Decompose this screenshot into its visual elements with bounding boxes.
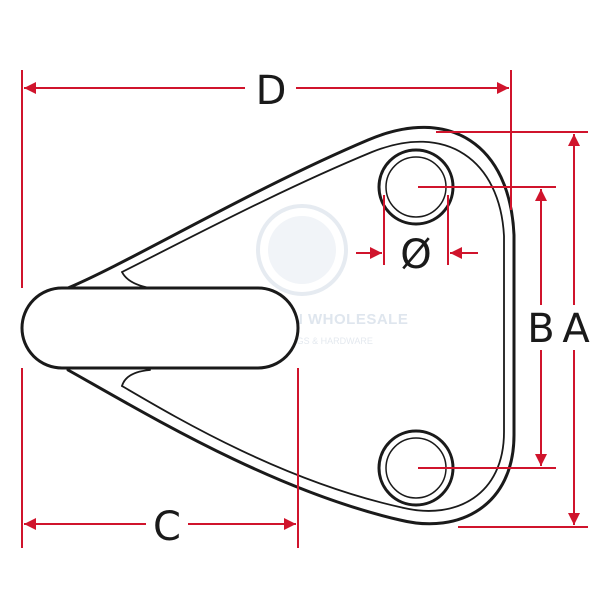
- dimension-label-diameter: Ø: [400, 232, 431, 278]
- dimension-label-b: B: [527, 306, 554, 352]
- watermark-subtext: MARINE FITTINGS & HARDWARE: [231, 336, 373, 346]
- watermark-logo: [256, 204, 348, 296]
- dimension-label-d: D: [256, 68, 287, 114]
- dimension-lines: [21, 70, 588, 548]
- dimension-label-a: A: [562, 306, 590, 352]
- inner-outline: [121, 141, 505, 512]
- handle-bar: [20, 286, 300, 370]
- outer-outline: [66, 125, 516, 526]
- slot-line-top: [121, 271, 151, 289]
- dimension-label-c: C: [153, 504, 181, 550]
- slot-line-bottom: [121, 369, 151, 387]
